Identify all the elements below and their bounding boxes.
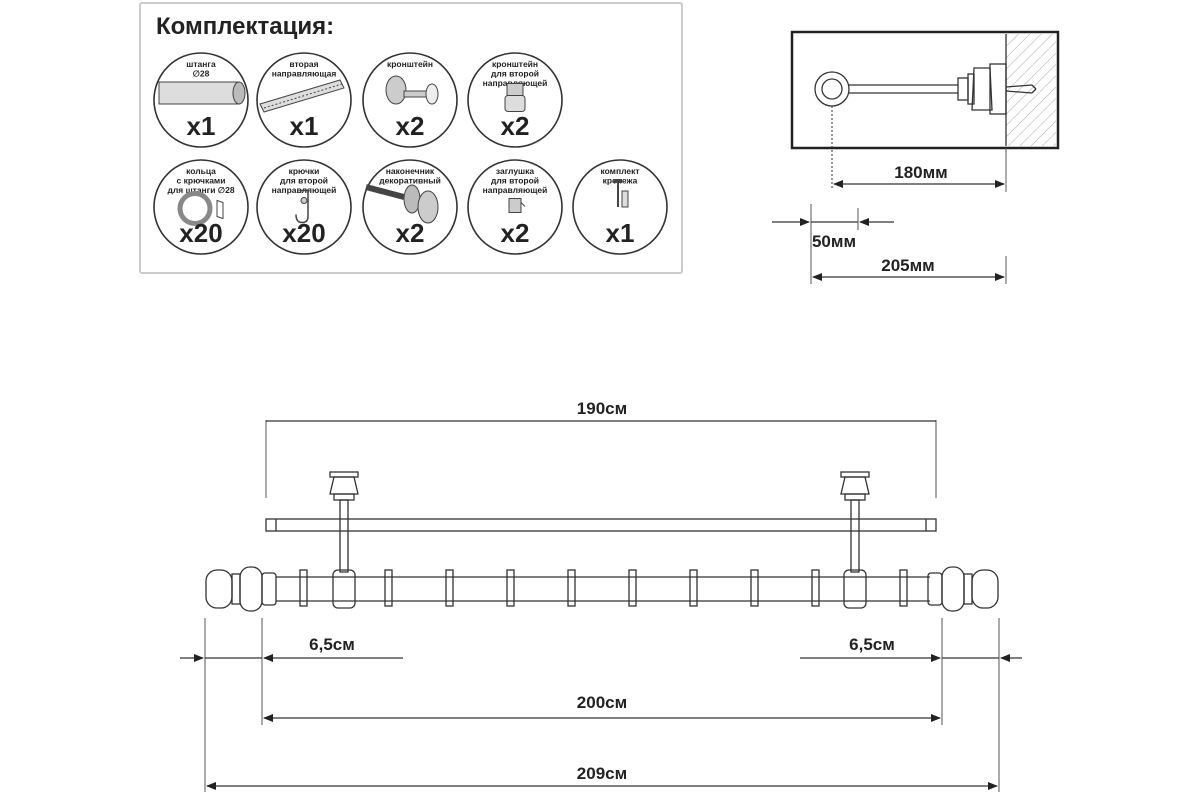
right-bracket-icon [840, 471, 870, 573]
ring-with-hook-icon [177, 191, 224, 226]
kit-item-label: вторая [289, 59, 318, 69]
kit-item-count: x20 [282, 218, 325, 248]
kit-item-count: x1 [187, 111, 216, 141]
kit-item-label: для второй [491, 176, 539, 186]
kit-item-count: x2 [501, 111, 530, 141]
left-finial-icon [205, 566, 277, 612]
kit-item-label: комплект [600, 166, 639, 176]
ring [299, 569, 308, 607]
rod-assembly: 190см [180, 399, 1022, 792]
dim-190cm: 190см [577, 399, 627, 418]
ring [567, 569, 576, 607]
rings [299, 569, 908, 607]
ring [384, 569, 393, 607]
dim-205mm: 205мм [881, 256, 935, 275]
ring [506, 569, 515, 607]
kit-item-label: кольца [186, 166, 216, 176]
kit-item-count: x2 [396, 111, 425, 141]
dim-6-5cm-right: 6,5см [849, 635, 895, 654]
dim-50mm: 50мм [812, 232, 856, 251]
finial-icon [365, 184, 439, 224]
left-bracket-icon [329, 471, 359, 573]
ring [899, 569, 908, 607]
second-rail-icon [259, 79, 345, 113]
right-holder [843, 569, 867, 609]
rod-icon [158, 81, 246, 105]
kit-item-label: для второй [491, 69, 539, 79]
kit-item-circle [362, 52, 458, 148]
kit-item-label: декоративный [379, 176, 441, 186]
kit-item-label: заглушка [496, 166, 535, 176]
kit-panel: Комплектация: штанга∅28x1втораянаправляю… [139, 2, 683, 274]
kit-item-label: штанга [186, 59, 216, 69]
second-rail-bracket-icon [504, 83, 526, 112]
kit-item-count: x1 [290, 111, 319, 141]
kit-item-count: x2 [501, 218, 530, 248]
rod-icon [276, 576, 930, 602]
kit-item-label: кронштейн [387, 59, 433, 69]
left-holder [332, 569, 356, 609]
wall-hatch [1006, 34, 1056, 146]
kit-item-circle [572, 159, 668, 255]
kit-item-count: x20 [179, 218, 222, 248]
kit-item-circle [153, 159, 249, 255]
ring [628, 569, 637, 607]
right-finial-icon [927, 566, 999, 612]
end-cap-icon [508, 198, 526, 213]
dim-6-5cm-left: 6,5см [309, 635, 355, 654]
kit-item-label: для штанги ∅28 [167, 185, 234, 195]
kit-item: комплекткрепежаx1 [572, 159, 668, 255]
bracket-icon [385, 75, 439, 105]
kit-item-label: ∅28 [193, 69, 210, 79]
second-rail-icon [265, 518, 937, 532]
ring [689, 569, 698, 607]
fastener-kit-icon [614, 179, 629, 208]
kit-title: Комплектация: [156, 13, 334, 40]
kit-item-label: направляющая [272, 69, 337, 79]
kit-item-label: направляющей [483, 185, 548, 195]
dim-200cm: 200см [577, 693, 627, 712]
kit-item-label: кронштейн [492, 59, 538, 69]
ring [445, 569, 454, 607]
kit-item: штанга∅28 x1 [153, 52, 249, 148]
kit-item-circle [256, 159, 352, 255]
hook-icon [295, 189, 309, 224]
kit-item-count: x2 [396, 218, 425, 248]
kit-item-label: крючки [289, 166, 320, 176]
kit-item-count: x1 [606, 218, 635, 248]
ring [750, 569, 759, 607]
kit-item-label: для второй [280, 176, 328, 186]
kit-item: кронштейн x2 [362, 52, 458, 148]
kit-item-label: наконечник [386, 166, 435, 176]
bracket-arm-icon [849, 63, 1037, 115]
dim-209cm: 209см [577, 764, 627, 783]
kit-item-label: с крючками [177, 176, 226, 186]
bracket-detail: 180мм 50мм 205мм [772, 30, 1060, 284]
ring [811, 569, 820, 607]
dim-180mm: 180мм [894, 163, 948, 182]
